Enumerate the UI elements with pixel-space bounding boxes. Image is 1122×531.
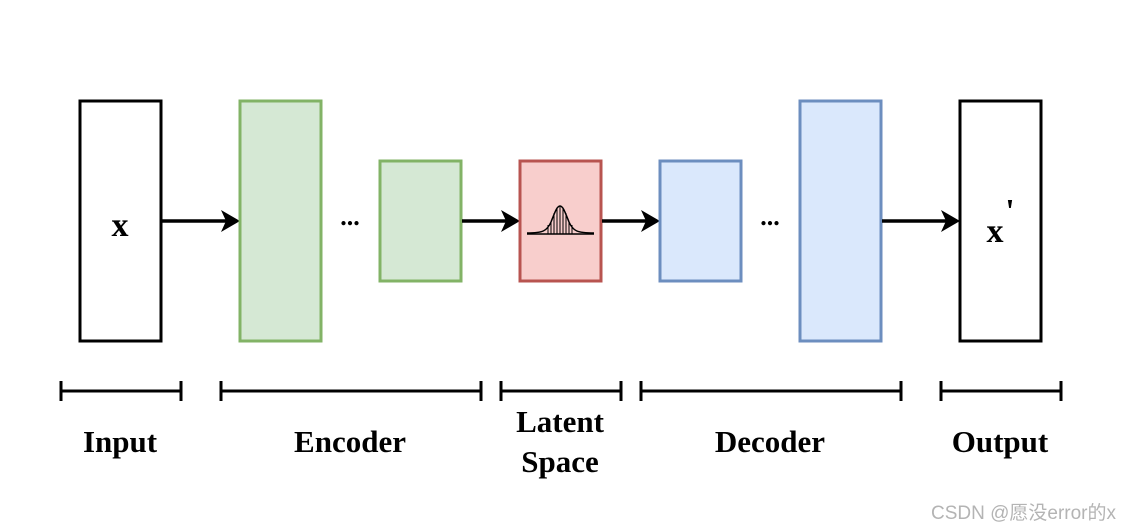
bracket-input [59,381,183,401]
encoder-block-small [378,159,463,283]
label-decoder: Decoder [715,424,825,459]
encoder-ellipsis: ... [340,202,360,231]
label-latent-line1: Latent [516,404,605,439]
gaussian-distribution-icon [526,205,595,235]
watermark: CSDN @愿没error的x [931,502,1117,524]
output-prime: ' [1005,193,1014,230]
decoder-ellipsis: ... [760,202,780,231]
output-box [958,99,1043,343]
label-output: Output [952,424,1049,459]
decoder-block-small [658,159,743,283]
encoder-block-large [238,99,323,343]
arrowhead-encoder-to-latent [501,210,520,232]
bracket-encoder [219,381,483,401]
input-symbol: x [112,207,129,244]
bracket-output [939,381,1063,401]
decoder-block-large [798,99,883,343]
arrowhead-latent-to-decoder [641,210,660,232]
arrowhead-input-to-encoder [221,210,240,232]
output-symbol: x [987,213,1004,250]
bracket-decoder [639,381,903,401]
bracket-latent [499,381,623,401]
label-input: Input [83,424,158,459]
label-encoder: Encoder [294,424,406,459]
label-latent-line2: Space [521,444,599,479]
arrowhead-decoder-to-output [941,210,960,232]
input-box [78,99,163,343]
